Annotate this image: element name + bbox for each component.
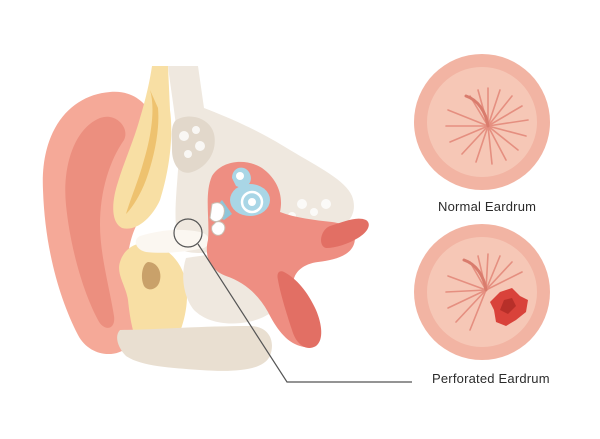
eustachian-tube bbox=[321, 218, 369, 248]
perforated-eardrum-icon bbox=[414, 224, 550, 360]
cartilage-lower-spot bbox=[141, 262, 161, 290]
ossicles-icon bbox=[209, 202, 226, 236]
perforated-eardrum-label: Perforated Eardrum bbox=[432, 371, 550, 386]
lower-bone-base bbox=[117, 326, 272, 371]
ear-cross-section-icon bbox=[42, 66, 412, 383]
normal-eardrum-icon bbox=[414, 54, 550, 190]
eardrum-indicator bbox=[173, 218, 203, 248]
auricle-fold bbox=[65, 116, 126, 328]
cartilage-upper-shade bbox=[126, 90, 159, 214]
mastoid-cells bbox=[171, 116, 215, 173]
leader-line bbox=[197, 243, 412, 383]
bone-cells bbox=[179, 126, 331, 220]
normal-eardrum-label: Normal Eardrum bbox=[438, 199, 537, 214]
tube-lower bbox=[277, 271, 322, 349]
